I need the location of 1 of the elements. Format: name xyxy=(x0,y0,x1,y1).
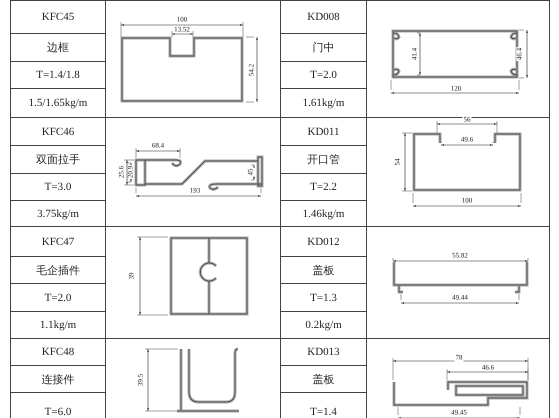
model-code: KFC45 xyxy=(10,0,106,34)
